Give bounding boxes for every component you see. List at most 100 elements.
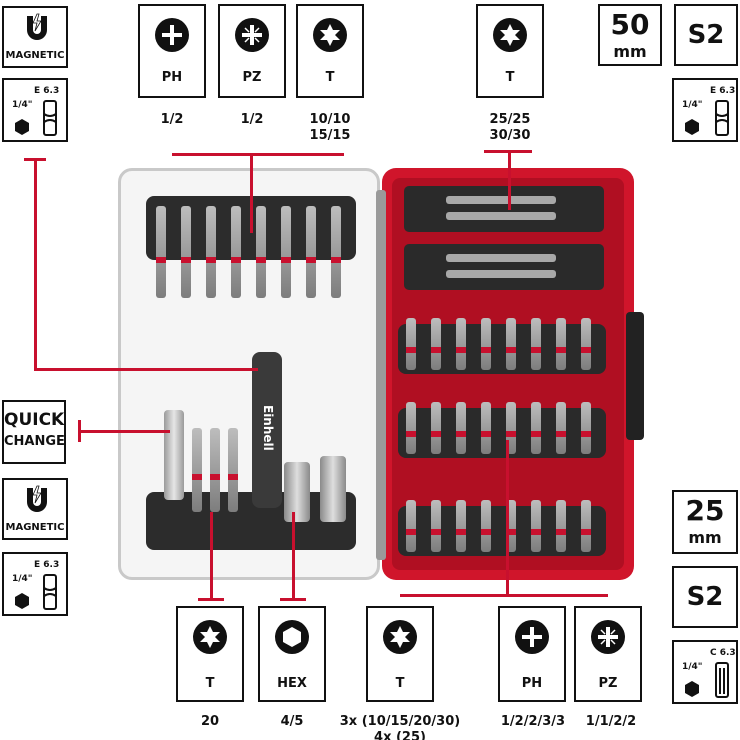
bit-top-left[interactable]: [206, 206, 216, 298]
sizes-torx-top-left-2: 15/15: [309, 128, 351, 143]
bit-top-left[interactable]: [331, 206, 341, 298]
bit-red-rack[interactable]: [456, 318, 466, 370]
bit-red-rack[interactable]: [556, 402, 566, 454]
bit-type-hex-bottom: HEX: [258, 606, 326, 702]
bit-red-rack[interactable]: [456, 402, 466, 454]
magnetic-badge-mid: MAGNETIC: [2, 478, 68, 540]
sizes-pz-bottom: 1/1/2/2: [585, 714, 637, 729]
sizes-hex: 4/5: [280, 714, 304, 729]
bit-type-ph-bottom: PH: [498, 606, 566, 702]
bit-red-rack[interactable]: [531, 500, 541, 552]
sizes-ph-bottom: 1/2/2/3/3: [500, 714, 566, 729]
bit-top-left[interactable]: [281, 206, 291, 298]
long-bit-2[interactable]: [446, 212, 556, 220]
bit-bottom-left[interactable]: [228, 428, 238, 512]
callout-magnetic-h: [34, 368, 258, 371]
bit-type-ph-top: PH: [138, 4, 206, 98]
bit-red-rack[interactable]: [481, 500, 491, 552]
bit-red-rack[interactable]: [431, 500, 441, 552]
bit-top-left[interactable]: [181, 206, 191, 298]
callout-magnetic-top: [24, 158, 46, 161]
quick-label: QUICK: [4, 410, 65, 430]
long-bit-3[interactable]: [446, 254, 556, 262]
callout-torx20-v: [210, 512, 213, 600]
bit-red-rack[interactable]: [581, 318, 591, 370]
length-25-unit: mm: [688, 528, 722, 547]
sizes-pz-top: 1/2: [240, 112, 264, 127]
bit-top-left[interactable]: [306, 206, 316, 298]
callout-hex-v: [292, 512, 295, 600]
magnetic-label: MAGNETIC: [5, 50, 65, 61]
hex-shank-badge-right-top: E 6.3 1/4": [672, 78, 738, 142]
hex-icon: [15, 593, 29, 609]
bit-red-rack[interactable]: [406, 402, 416, 454]
shank-icon: [715, 100, 729, 136]
sizes-ph-top: 1/2: [160, 112, 184, 127]
bit-red-rack[interactable]: [581, 500, 591, 552]
bit-red-rack[interactable]: [581, 402, 591, 454]
bit-holder[interactable]: [252, 352, 282, 508]
bit-red-rack[interactable]: [431, 318, 441, 370]
callout-hex-foot: [280, 598, 306, 601]
hex-shank-badge-right-mid: C 6.3 1/4": [672, 640, 738, 704]
phillips-icon: [515, 620, 549, 654]
bit-red-rack[interactable]: [506, 500, 516, 552]
quick-change-adapter[interactable]: [164, 410, 184, 500]
length-50-badge: 50 mm: [598, 4, 662, 66]
torx-icon: [383, 620, 417, 654]
bit-label: PZ: [598, 676, 618, 691]
bit-red-rack[interactable]: [556, 318, 566, 370]
bit-red-rack[interactable]: [506, 318, 516, 370]
callout-quick-end: [78, 420, 81, 442]
bit-red-rack[interactable]: [456, 500, 466, 552]
pozidriv-icon: [235, 18, 269, 52]
long-bit-tray-1: [404, 186, 604, 232]
change-label: CHANGE: [4, 434, 65, 449]
nut-driver-5[interactable]: [320, 456, 346, 522]
bit-top-left[interactable]: [231, 206, 241, 298]
torx-icon: [193, 620, 227, 654]
bit-red-rack[interactable]: [406, 318, 416, 370]
bit-red-rack[interactable]: [481, 402, 491, 454]
sizes-torx-mid-2: 4x (25): [374, 730, 426, 740]
callout-top-left-v: [250, 153, 253, 233]
bit-top-left[interactable]: [256, 206, 266, 298]
bit-label: PZ: [242, 70, 262, 85]
bit-type-torx-top-left: T: [296, 4, 364, 98]
pozidriv-icon: [591, 620, 625, 654]
bit-red-rack[interactable]: [481, 318, 491, 370]
bit-top-left[interactable]: [156, 206, 166, 298]
nut-driver-4[interactable]: [284, 462, 310, 522]
bit-label: T: [395, 676, 405, 691]
bit-rack-red-1: [398, 324, 606, 374]
bit-rack-red-3: [398, 506, 606, 556]
callout-top-left-h: [172, 153, 344, 156]
bit-red-rack[interactable]: [556, 500, 566, 552]
length-50-number: 50: [610, 8, 650, 41]
bit-holder-brand: Einhell: [261, 405, 275, 451]
hex-socket-icon: [275, 620, 309, 654]
s2-badge-mid: S2: [672, 566, 738, 628]
length-50-unit: mm: [613, 42, 647, 61]
long-bit-1[interactable]: [446, 196, 556, 204]
torx-icon: [493, 18, 527, 52]
sizes-torx-mid: 3x (10/15/20/30): [339, 714, 461, 729]
bit-red-rack[interactable]: [406, 500, 416, 552]
bit-bottom-left[interactable]: [210, 428, 220, 512]
case-latch[interactable]: [626, 312, 644, 440]
shank-icon: [715, 662, 729, 698]
magnetic-label: MAGNETIC: [5, 522, 65, 533]
long-bit-4[interactable]: [446, 270, 556, 278]
bit-bottom-left[interactable]: [192, 428, 202, 512]
bit-rack-red-2: [398, 408, 606, 458]
torx-icon: [313, 18, 347, 52]
shank-icon: [43, 100, 57, 136]
bit-red-rack[interactable]: [506, 402, 516, 454]
quarter-inch-label: 1/4": [682, 100, 703, 110]
quarter-inch-label: 1/4": [12, 574, 33, 584]
hex-icon: [685, 681, 699, 697]
bit-red-rack[interactable]: [531, 318, 541, 370]
bit-red-rack[interactable]: [431, 402, 441, 454]
bit-type-torx-top-right: T: [476, 4, 544, 98]
bit-red-rack[interactable]: [531, 402, 541, 454]
